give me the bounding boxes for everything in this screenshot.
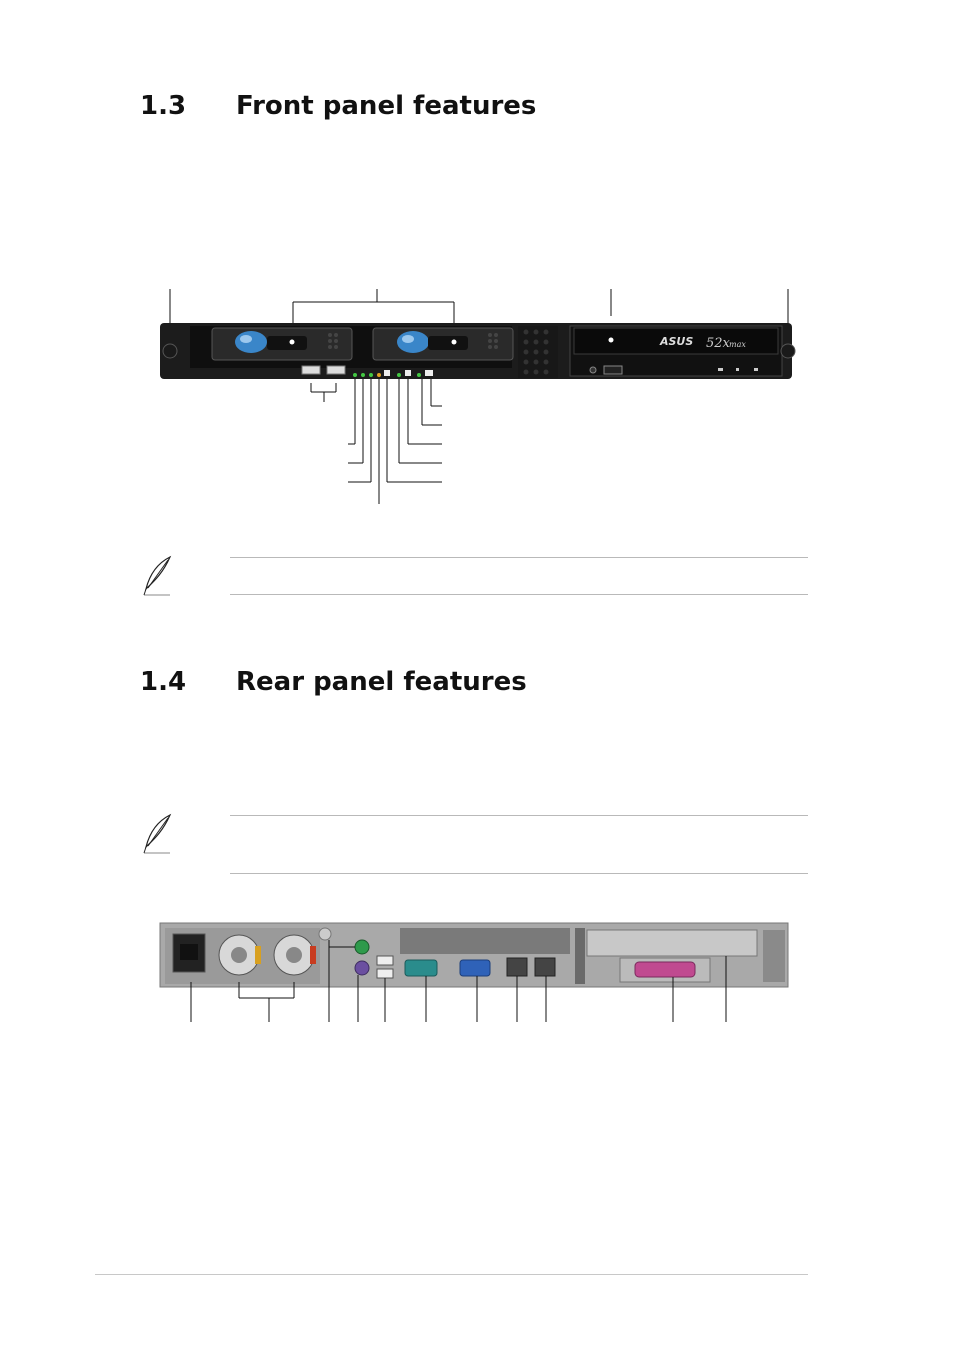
note-feather-icon [143, 813, 172, 854]
front-leds [353, 370, 433, 377]
optical-drive: ASUS 52x max [569, 325, 783, 377]
rear-callouts [190, 940, 727, 1022]
hdd-bay-1 [211, 327, 353, 361]
rack-ear-screw-left [162, 343, 178, 359]
note-box-front [140, 555, 808, 597]
ps2-keyboard-port [354, 960, 370, 976]
front-vent [518, 326, 558, 378]
rear-vent [400, 928, 585, 984]
rear-panel-diagram [159, 922, 789, 1022]
power-supply [165, 927, 332, 984]
expansion-slot-bracket [586, 929, 758, 957]
drive-brand: ASUS [659, 335, 693, 348]
serial-port [404, 959, 438, 977]
front-callouts-bottom [310, 379, 442, 504]
front-usb-ports [301, 365, 346, 375]
parallel-port [619, 957, 711, 983]
lan-port-2 [534, 957, 556, 977]
note-feather-icon [143, 555, 172, 596]
section-title-rear: Rear panel features [236, 667, 527, 697]
drive-speed-suffix: max [729, 340, 746, 349]
rack-ear-screw-right [780, 343, 796, 359]
drive-speed: 52x [706, 336, 731, 351]
section-title-front: Front panel features [236, 91, 537, 121]
lan-port-1 [506, 957, 528, 977]
footer-rule [95, 1274, 808, 1275]
rear-side-vent [763, 930, 785, 982]
front-panel-diagram: ASUS 52x max [160, 289, 796, 504]
section-number-rear: 1.4 [140, 667, 187, 697]
note-box-rear [140, 813, 808, 877]
hdd-bay-2 [372, 327, 514, 361]
vga-port [459, 959, 491, 977]
ps2-mouse-port [354, 939, 370, 955]
section-number-front: 1.3 [140, 91, 187, 121]
